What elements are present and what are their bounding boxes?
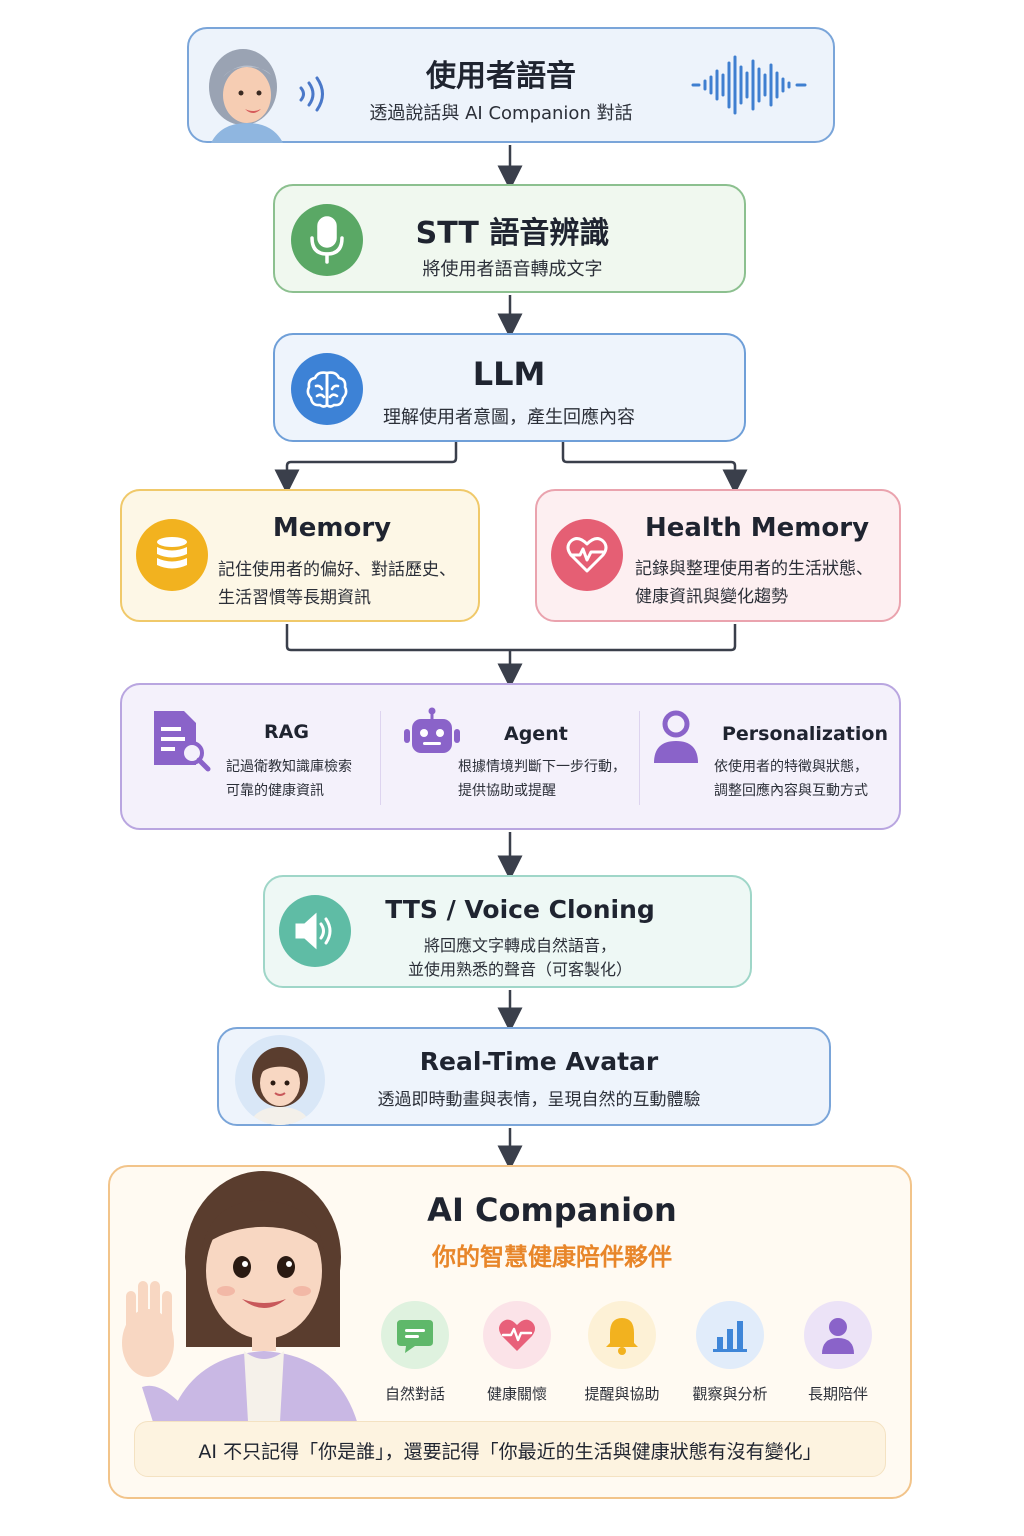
module-divider (639, 711, 640, 805)
llm-box: LLM 理解使用者意圖，產生回應內容 (273, 333, 746, 442)
arrow-llm-to-memory (274, 442, 458, 495)
bar-chart-icon (713, 1321, 747, 1352)
feature-natural-chat: 自然對話 (360, 1301, 470, 1404)
memory-box: Memory 記住使用者的偏好、對話歷史、 生活習慣等長期資訊 (120, 489, 480, 622)
avatar-title: Real-Time Avatar (419, 1047, 659, 1076)
rag-line1: 記過衛教知識庫檢索 (226, 759, 352, 775)
companion-title: AI Companion (427, 1191, 677, 1229)
arrow-llm-to-health (561, 442, 748, 495)
sound-wave-icon (689, 53, 813, 121)
memory-line1: 記住使用者的偏好、對話歷史、 (218, 560, 456, 580)
bell-icon (606, 1318, 638, 1355)
arrow-memory-merge (285, 624, 737, 652)
llm-title: LLM (472, 355, 546, 393)
feature-reminder: 提醒與協助 (567, 1301, 677, 1404)
companion-tagline: AI 不只記得「你是誰」，還要記得「你最近的生活與健康狀態有沒有變化」 (198, 1441, 822, 1463)
stt-title: STT 語音辨識 (415, 216, 610, 251)
feature-analysis: 觀察與分析 (675, 1301, 785, 1404)
companion-tagline-box (134, 1421, 886, 1477)
modules-box: RAG 記過衛教知識庫檢索 可靠的健康資訊 Agent 根據情境判斷下一步行動，… (120, 683, 901, 830)
tts-box: TTS / Voice Cloning 將回應文字轉成自然語音， 並使用熟悉的聲… (263, 875, 752, 988)
brain-icon (291, 353, 363, 425)
health-memory-line1: 記錄與整理使用者的生活狀態、 (635, 559, 873, 579)
feature-label: 健康關懷 (486, 1385, 547, 1403)
elder-avatar (201, 37, 291, 143)
rag-line2: 可靠的健康資訊 (226, 783, 324, 799)
module-divider (380, 711, 381, 805)
tts-line2: 並使用熟悉的聲音（可客製化） (407, 960, 632, 979)
feature-label: 觀察與分析 (692, 1385, 768, 1403)
user-voice-box: 使用者語音 透過說話與 AI Companion 對話 (187, 27, 835, 143)
agent-line1: 根據情境判斷下一步行動， (458, 759, 626, 775)
speaking-waves-icon (297, 74, 327, 118)
heart-pulse-icon (551, 519, 623, 591)
tts-title: TTS / Voice Cloning (385, 895, 655, 924)
feature-companionship: 長期陪伴 (783, 1301, 893, 1404)
tts-line1: 將回應文字轉成自然語音， (423, 936, 616, 955)
database-icon (136, 519, 208, 591)
avatar-subtitle: 透過即時動畫與表情，呈現自然的互動體驗 (377, 1090, 701, 1110)
user-voice-title: 使用者語音 (426, 59, 576, 94)
person-icon (822, 1318, 854, 1354)
agent-line2: 提供協助或提醒 (458, 783, 556, 799)
feature-label: 長期陪伴 (807, 1385, 868, 1403)
chat-icon (397, 1320, 433, 1353)
avatar-portrait (235, 1035, 325, 1125)
memory-title: Memory (272, 513, 392, 543)
feature-health-care: 健康關懷 (462, 1301, 572, 1404)
document-search-icon (150, 707, 212, 777)
avatar-box: Real-Time Avatar 透過即時動畫與表情，呈現自然的互動體驗 (217, 1027, 831, 1126)
stt-box: STT 語音辨識 將使用者語音轉成文字 (273, 184, 746, 293)
stt-subtitle: 將使用者語音轉成文字 (422, 259, 603, 280)
personalization-title: Personalization (722, 723, 888, 745)
user-profile-icon (650, 709, 702, 769)
health-memory-line2: 健康資訊與變化趨勢 (635, 587, 788, 607)
feature-label: 提醒與協助 (584, 1385, 660, 1403)
personalization-line2: 調整回應內容與互動方式 (714, 783, 868, 799)
companion-box: AI Companion 你的智慧健康陪伴夥伴 自然對話 健康關懷 (108, 1165, 912, 1499)
health-memory-box: Health Memory 記錄與整理使用者的生活狀態、 健康資訊與變化趨勢 (535, 489, 901, 622)
health-memory-title: Health Memory (644, 513, 870, 543)
feature-label: 自然對話 (384, 1385, 445, 1403)
microphone-icon (291, 204, 363, 276)
robot-icon (402, 707, 462, 767)
heart-pulse-icon (499, 1319, 535, 1351)
speaker-icon (279, 895, 351, 967)
user-voice-subtitle: 透過說話與 AI Companion 對話 (369, 103, 633, 124)
personalization-line1: 依使用者的特徵與狀態， (714, 759, 868, 775)
llm-subtitle: 理解使用者意圖，產生回應內容 (383, 407, 635, 428)
agent-title: Agent (504, 723, 568, 745)
memory-line2: 生活習慣等長期資訊 (218, 588, 371, 608)
rag-title: RAG (264, 721, 309, 743)
companion-character (118, 1167, 368, 1457)
companion-subtitle: 你的智慧健康陪伴夥伴 (432, 1243, 672, 1271)
